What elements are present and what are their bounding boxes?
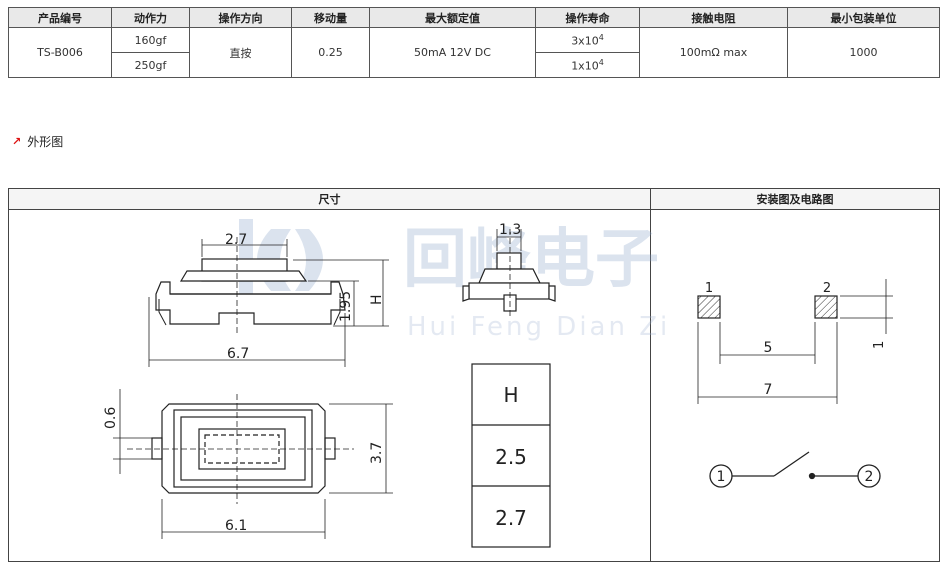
- cell-life-2: 1x104: [535, 52, 640, 78]
- spec-row: TS-B006 160gf 直按 0.25 50mA 12V DC 3x104 …: [8, 27, 940, 78]
- dim-height-195: 1.95: [338, 291, 354, 322]
- top-view-dims: [113, 389, 393, 539]
- cell-life-1: 3x104: [535, 27, 640, 53]
- cell-resistance: 100mΩ max: [639, 27, 788, 78]
- h-table-header: H: [503, 383, 518, 407]
- cell-force-2: 250gf: [111, 52, 190, 78]
- arrow-icon: ↗: [12, 135, 22, 148]
- h-table-value: 2.5: [495, 445, 527, 469]
- section-title: ↗ 外形图: [12, 133, 63, 150]
- left-panel-title: 尺寸: [9, 189, 650, 210]
- col-life: 操作寿命: [535, 7, 640, 28]
- mounting-pads: [697, 295, 838, 319]
- pad-dims: [697, 279, 893, 404]
- spec-header-row: 产品编号 动作力 操作方向 移动量 最大额定值 操作寿命 接触电阻 最小包装单位: [8, 7, 940, 28]
- pad-label-2: 2: [823, 281, 831, 296]
- col-rating: 最大额定值: [369, 7, 536, 28]
- pad-label-1: 1: [705, 281, 713, 296]
- dim-top-width: 2.7: [225, 232, 247, 248]
- dim-pad-span: 7: [764, 382, 773, 398]
- spec-row: 250gf 1x104: [9, 52, 940, 78]
- side-view: [462, 229, 556, 319]
- right-panel-title: 安装图及电路图: [651, 189, 939, 210]
- dim-total-width: 6.7: [227, 346, 249, 362]
- dim-lead-06: 0.6: [103, 407, 119, 429]
- circuit-node-2: 2: [865, 469, 874, 485]
- col-resistance: 接触电阻: [639, 7, 788, 28]
- front-view-dims: [148, 239, 389, 367]
- dim-height-h: H: [369, 294, 385, 305]
- front-view: [155, 237, 346, 334]
- cell-model: TS-B006: [8, 27, 112, 78]
- circuit-node-1: 1: [717, 469, 726, 485]
- dim-body-width: 6.1: [225, 518, 247, 534]
- col-travel: 移动量: [291, 7, 370, 28]
- cell-rating: 50mA 12V DC: [369, 27, 536, 78]
- top-view: [127, 394, 354, 504]
- watermark-en-text: Hui Feng Dian Zi: [407, 312, 670, 342]
- cell-min-pack: 1000: [787, 27, 940, 78]
- col-force: 动作力: [111, 7, 190, 28]
- cell-force-1: 160gf: [111, 27, 190, 53]
- dim-body-37: 3.7: [369, 442, 385, 464]
- dim-side-width: 1.3: [499, 222, 521, 238]
- spec-table: 产品编号 动作力 操作方向 移动量 最大额定值 操作寿命 接触电阻 最小包装单位…: [8, 7, 940, 78]
- col-direction: 操作方向: [189, 7, 292, 28]
- circuit-diagram: [709, 451, 881, 488]
- col-model: 产品编号: [8, 7, 112, 28]
- panel-divider: [650, 189, 651, 561]
- drawing-frame: 尺寸 安装图及电路图 回峰电子 Hui Feng Dian Zi: [8, 188, 940, 562]
- dim-pad-spacing: 5: [764, 340, 773, 356]
- section-title-text: 外形图: [27, 135, 64, 149]
- dim-pad-height: 1: [872, 341, 887, 349]
- h-table-value: 2.7: [495, 506, 527, 530]
- drawing-canvas: 回峰电子 Hui Feng Dian Zi 2.7 6.7: [103, 219, 893, 548]
- h-table: [471, 363, 551, 548]
- cell-direction: 直按: [189, 27, 292, 78]
- col-min-pack: 最小包装单位: [787, 7, 940, 28]
- cell-travel: 0.25: [291, 27, 370, 78]
